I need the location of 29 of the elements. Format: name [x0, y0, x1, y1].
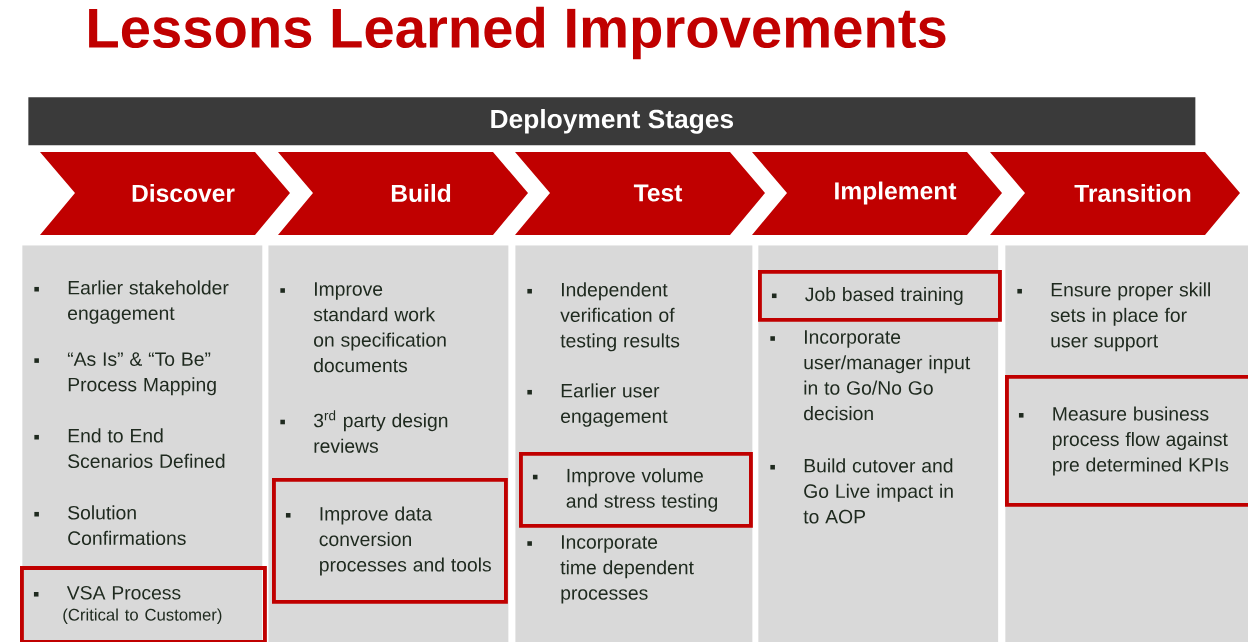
bullet-item: Improve standard work on specification documents	[280, 282, 446, 373]
stage-banner: Test	[515, 152, 765, 235]
bullet-item: 3$^{rd}$ party design reviews	[280, 410, 448, 453]
bullet-item: Ensure proper skill sets in place for user support	[1017, 282, 1210, 352]
highlight-box: VSA Process (Critical to Customer)	[20, 566, 267, 642]
stage-banner: Implement	[752, 152, 1002, 235]
bullet-item: “As Is” & “To Be” Process Mapping	[34, 352, 216, 396]
bullet-item: Independent verification of testing results	[527, 282, 680, 352]
stage-banner: Build	[278, 152, 528, 235]
highlight-box: Improve data conversion processes and tools	[272, 478, 508, 604]
header-band: Deployment Stages	[28, 97, 1196, 146]
column-panel	[758, 245, 999, 642]
highlight-box: Improve volume and stress testing	[519, 452, 753, 528]
column-panel	[268, 245, 509, 642]
bullet-item: End to End Scenarios Defined	[34, 428, 225, 469]
bullet-item: Build cutover and Go Live impact in to AOP	[770, 458, 953, 524]
bullet-item: Incorporate user/manager input in to Go/No Go decision	[770, 330, 971, 421]
stage-banner: Transition	[990, 152, 1240, 235]
highlight-box: Measure business process flow against pre determined KPIs	[1005, 375, 1248, 507]
bullet-item: Incorporate time dependent processes	[527, 535, 694, 604]
stage-banner: Discover	[40, 152, 290, 235]
column-panel	[22, 245, 263, 642]
column-panel	[1005, 245, 1248, 642]
bullet-item: Earlier user engagement	[527, 383, 668, 427]
title: Lessons Learned Improvements	[89, 6, 946, 60]
bullet-item: Solution Confirmations	[34, 505, 186, 546]
bullet-item: Earlier stakeholder engagement	[34, 280, 229, 324]
highlight-box: Job based training	[758, 270, 1002, 322]
column-panel	[515, 245, 753, 642]
